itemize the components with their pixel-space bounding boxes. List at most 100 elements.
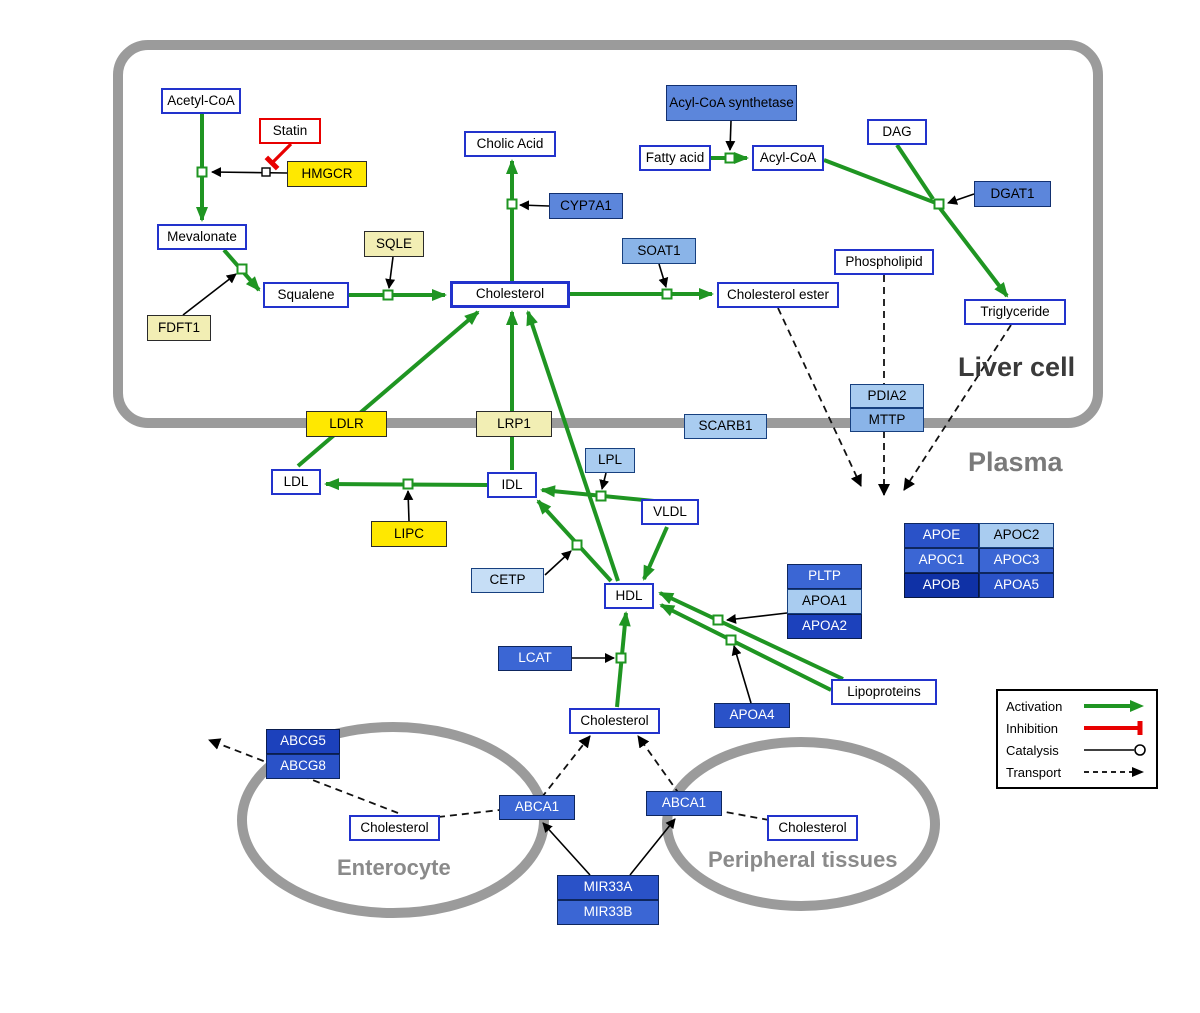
legend-inhibition-label: Inhibition xyxy=(1006,720,1059,736)
node-mir33a[interactable]: MIR33A xyxy=(557,875,659,900)
catalysis-acylcoa-synthetase xyxy=(725,120,736,151)
edge-hdl-cholesterol xyxy=(526,310,620,582)
peripheral-tissues-label: Peripheral tissues xyxy=(708,847,898,872)
node-lipc[interactable]: LIPC xyxy=(371,521,447,547)
inhibition-edge xyxy=(264,142,293,171)
node-cholesterol-liver[interactable]: Cholesterol xyxy=(450,281,570,308)
catalysis-lpl xyxy=(599,472,610,490)
inhibition-tbar-icon xyxy=(1084,721,1143,735)
catalysis-cetp xyxy=(544,550,572,576)
node-squalene[interactable]: Squalene xyxy=(263,282,349,308)
plasma-label: Plasma xyxy=(968,447,1063,477)
legend-row-transport: Transport xyxy=(1006,764,1148,780)
stimulation-mir33-abca1-peripheral xyxy=(629,818,676,876)
node-abca1-peripheral[interactable]: ABCA1 xyxy=(646,791,722,816)
node-lpl[interactable]: LPL xyxy=(585,448,635,473)
node-pdia2[interactable]: PDIA2 xyxy=(850,384,924,408)
catalysis-circle-icon xyxy=(1084,744,1146,756)
catalysis-apoa-complex xyxy=(726,612,788,624)
anchor-square xyxy=(402,478,414,490)
node-apoc3[interactable]: APOC3 xyxy=(979,548,1054,573)
node-cholesterol-enterocyte[interactable]: Cholesterol xyxy=(349,815,440,841)
node-abcg5[interactable]: ABCG5 xyxy=(266,729,340,754)
catalysis-soat1 xyxy=(658,263,669,288)
node-fatty-acid[interactable]: Fatty acid xyxy=(639,145,711,171)
node-ldlr[interactable]: LDLR xyxy=(306,411,387,437)
legend: Activation Inhibition Catalysis Transpor… xyxy=(996,689,1158,789)
node-triglyceride[interactable]: Triglyceride xyxy=(964,299,1066,325)
edge-lipoproteins-hdl-lower xyxy=(659,603,832,692)
node-lcat[interactable]: LCAT xyxy=(498,646,572,671)
catalysis-dgat1 xyxy=(947,193,975,205)
node-cholesterol-plasma[interactable]: Cholesterol xyxy=(569,708,660,734)
node-acyl-coa[interactable]: Acyl-CoA xyxy=(752,145,824,171)
node-mir33b[interactable]: MIR33B xyxy=(557,900,659,925)
transport-triglyceride-to-plasma xyxy=(903,324,1012,491)
node-acetyl-coa[interactable]: Acetyl-CoA xyxy=(161,88,241,114)
edge-lipoproteins-hdl-upper xyxy=(658,591,844,681)
anchor-square xyxy=(725,634,737,646)
node-idl[interactable]: IDL xyxy=(487,472,537,498)
node-mevalonate[interactable]: Mevalonate xyxy=(157,224,247,250)
node-apoa2[interactable]: APOA2 xyxy=(787,614,862,639)
node-apoa5[interactable]: APOA5 xyxy=(979,573,1054,598)
catalysis-lipc xyxy=(403,490,414,522)
node-apoe[interactable]: APOE xyxy=(904,523,979,548)
node-abca1-enterocyte[interactable]: ABCA1 xyxy=(499,795,575,820)
node-apoc2[interactable]: APOC2 xyxy=(979,523,1054,548)
node-scarb1[interactable]: SCARB1 xyxy=(684,414,767,439)
anchor-square-statin xyxy=(261,167,271,177)
node-apoa1[interactable]: APOA1 xyxy=(787,589,862,614)
legend-row-inhibition: Inhibition xyxy=(1006,720,1148,736)
liver-cell-membrane xyxy=(113,40,1103,428)
node-dag[interactable]: DAG xyxy=(867,119,927,145)
node-lipoproteins[interactable]: Lipoproteins xyxy=(831,679,937,705)
node-cholic-acid[interactable]: Cholic Acid xyxy=(464,131,556,157)
node-acyl-coa-synthetase[interactable]: Acyl-CoA synthetase xyxy=(666,85,797,121)
node-hmgcr[interactable]: HMGCR xyxy=(287,161,367,187)
node-soat1[interactable]: SOAT1 xyxy=(622,238,696,264)
node-dgat1[interactable]: DGAT1 xyxy=(974,181,1051,207)
anchor-square xyxy=(571,539,583,551)
node-cholesterol-peripheral[interactable]: Cholesterol xyxy=(767,815,858,841)
transport-cholesterol-via-abca1-peripheral xyxy=(637,735,770,821)
anchor-square xyxy=(933,198,945,210)
node-lrp1[interactable]: LRP1 xyxy=(476,411,552,437)
activation-arrow-icon xyxy=(1084,700,1144,712)
node-fdft1[interactable]: FDFT1 xyxy=(147,315,211,341)
node-statin[interactable]: Statin xyxy=(259,118,321,144)
node-phospholipid[interactable]: Phospholipid xyxy=(834,249,934,275)
enterocyte-membrane xyxy=(237,722,549,918)
compartment-shapes xyxy=(113,40,1103,918)
anchor-square xyxy=(615,652,627,664)
node-apoa4[interactable]: APOA4 xyxy=(714,703,790,728)
catalysis-edges xyxy=(182,120,975,876)
node-apoc1[interactable]: APOC1 xyxy=(904,548,979,573)
node-sqle[interactable]: SQLE xyxy=(364,231,424,257)
node-hdl[interactable]: HDL xyxy=(604,583,654,609)
node-cholesterol-ester[interactable]: Cholesterol ester xyxy=(717,282,839,308)
catalysis-cyp7a1 xyxy=(519,200,550,211)
node-cyp7a1[interactable]: CYP7A1 xyxy=(549,193,623,219)
edge-ldl-cholesterol-via-ldlr xyxy=(296,310,480,468)
legend-catalysis-label: Catalysis xyxy=(1006,742,1059,758)
stimulation-mir33-abca1-enterocyte xyxy=(542,822,591,876)
enterocyte-label: Enterocyte xyxy=(337,855,451,880)
anchor-square xyxy=(236,263,248,275)
catalysis-hmgcr xyxy=(211,167,288,178)
node-cetp[interactable]: CETP xyxy=(471,568,544,593)
anchor-square xyxy=(661,288,673,300)
edge-vldl-hdl xyxy=(642,526,669,581)
anchor-square xyxy=(382,289,394,301)
liver-cell-label: Liver cell xyxy=(958,352,1076,382)
inhibition-statin-hmgcr xyxy=(264,142,293,171)
node-abcg8[interactable]: ABCG8 xyxy=(266,754,340,779)
node-mttp[interactable]: MTTP xyxy=(850,408,924,432)
node-ldl[interactable]: LDL xyxy=(271,469,321,495)
catalysis-apoa4 xyxy=(731,645,752,704)
node-vldl[interactable]: VLDL xyxy=(641,499,699,525)
node-apob[interactable]: APOB xyxy=(904,573,979,598)
node-pltp[interactable]: PLTP xyxy=(787,564,862,589)
anchor-square xyxy=(506,198,518,210)
